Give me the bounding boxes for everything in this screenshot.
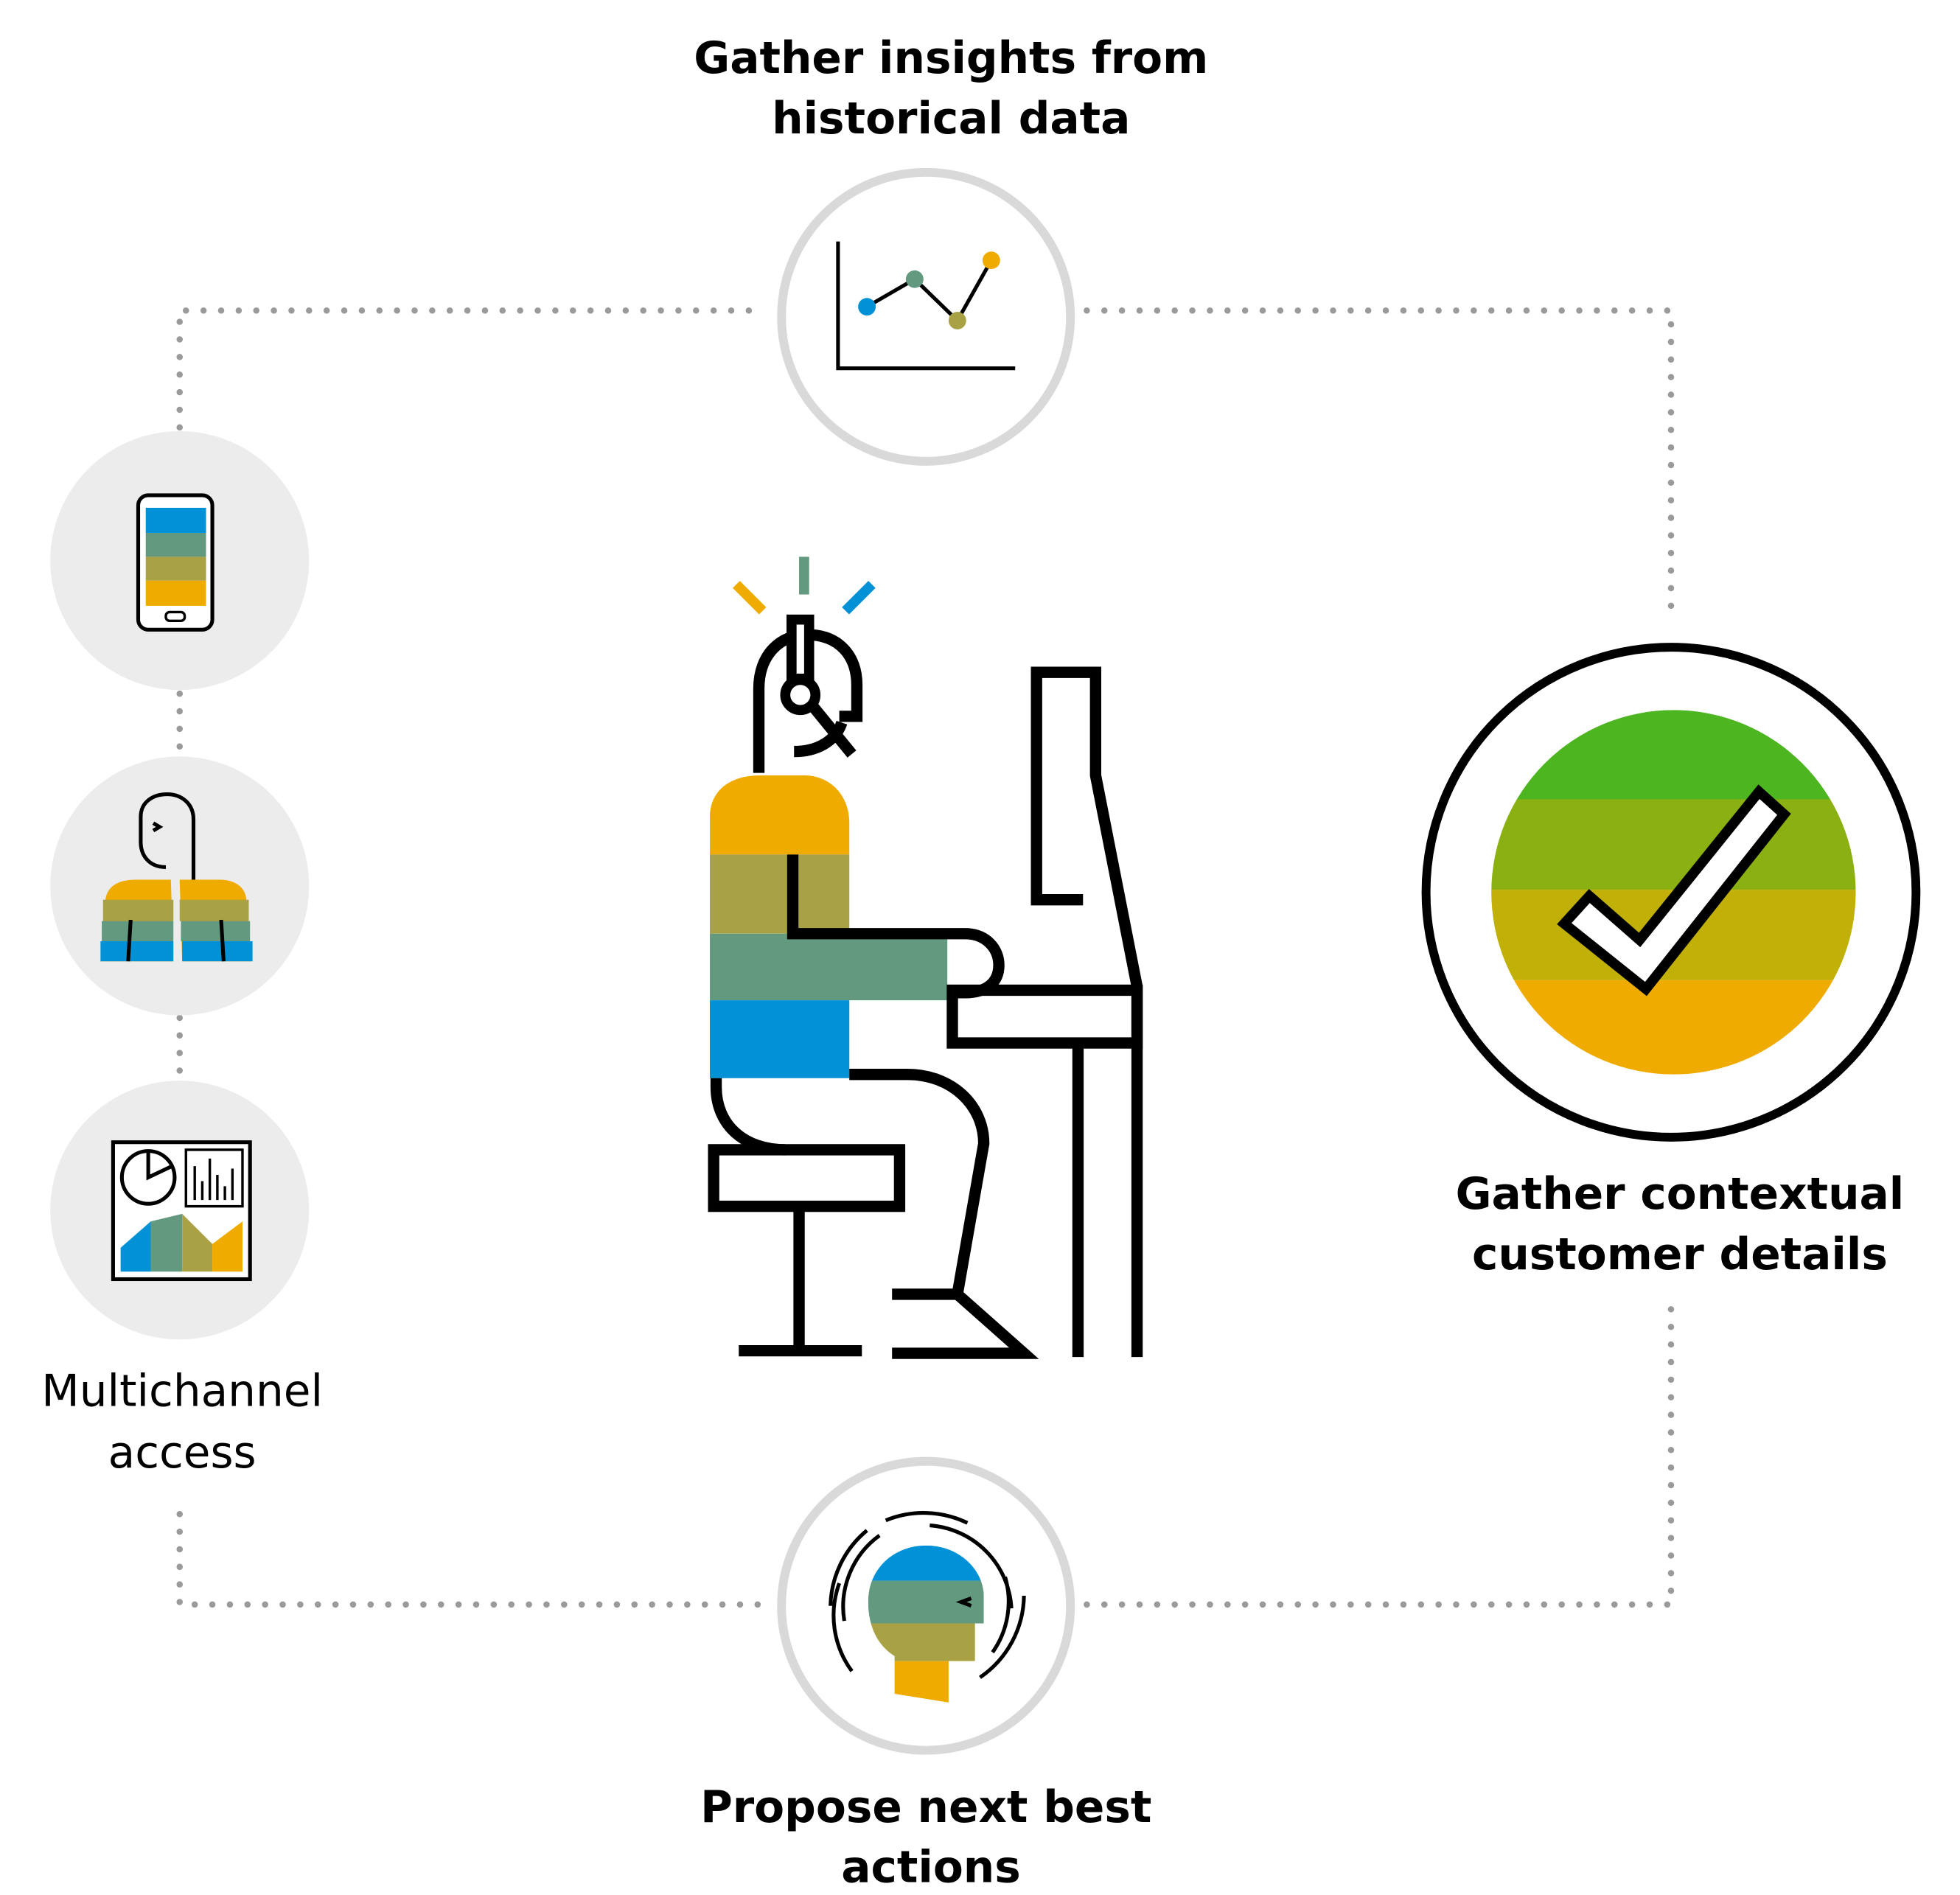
label-bottom-line1: Propose next best bbox=[700, 1782, 1151, 1833]
multichannel-node: Multichannel access bbox=[41, 430, 323, 1479]
historical-data-node: Gather insights from historical data bbox=[694, 33, 1208, 466]
desk-and-monitor bbox=[946, 666, 1143, 1358]
smartphone-icon bbox=[136, 493, 215, 632]
line-chart-icon bbox=[836, 241, 1016, 371]
contextual-details-node: Gather contextual customer details bbox=[1421, 643, 1921, 1280]
headset-icon bbox=[787, 614, 815, 684]
label-right-line2: customer details bbox=[1472, 1229, 1888, 1280]
dotted-connector-lines bbox=[176, 307, 1675, 1608]
dashboard-icon bbox=[111, 1140, 252, 1282]
label-bottom-line2: actions bbox=[841, 1843, 1020, 1894]
label-top-line1: Gather insights from bbox=[694, 33, 1208, 84]
agent-at-computer-illustration bbox=[708, 556, 1143, 1359]
checkmark-icon bbox=[1557, 784, 1791, 997]
label-left-line2: access bbox=[108, 1428, 257, 1479]
node-ring bbox=[777, 167, 1075, 466]
label-left-line1: Multichannel bbox=[41, 1367, 323, 1417]
label-top-line2: historical data bbox=[772, 94, 1130, 144]
label-right-line1: Gather contextual bbox=[1456, 1169, 1905, 1220]
chair bbox=[708, 1144, 906, 1357]
next-best-actions-node: Propose next best actions bbox=[700, 1456, 1151, 1894]
torso bbox=[710, 775, 948, 1078]
people-icon bbox=[100, 792, 253, 962]
attention-rays-icon bbox=[733, 556, 876, 615]
